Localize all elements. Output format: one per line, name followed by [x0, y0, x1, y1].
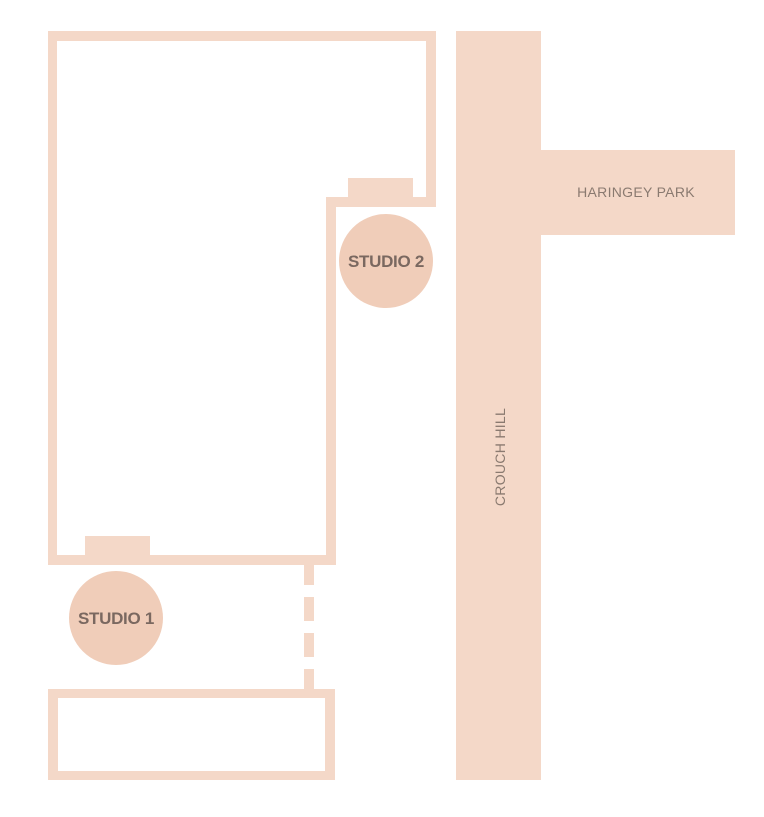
- passage-dash: [304, 597, 314, 621]
- studio-2-label: STUDIO 2: [348, 252, 424, 271]
- studio-1-entrance: [85, 536, 150, 556]
- passage-dashed-line: [304, 565, 314, 689]
- haringey-park-label: HARINGEY PARK: [577, 184, 695, 200]
- haringey-park-road: [541, 150, 735, 235]
- crouch-hill-label: CROUCH HILL: [492, 408, 508, 506]
- studio-2-marker[interactable]: [339, 214, 433, 308]
- passage-dash: [304, 633, 314, 657]
- crouch-hill-road: [456, 31, 541, 780]
- passage-dash: [304, 669, 314, 689]
- studio-1-marker[interactable]: [69, 571, 163, 665]
- passage-dash: [304, 565, 314, 585]
- studio-1-label: STUDIO 1: [78, 609, 154, 628]
- studio-2-entrance: [348, 178, 413, 198]
